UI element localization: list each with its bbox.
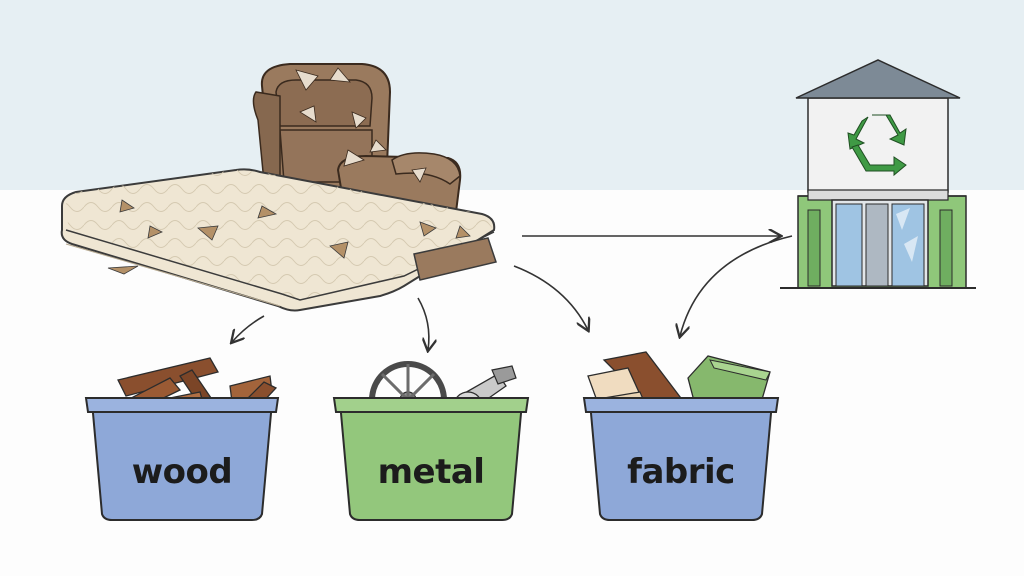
fabric-bin-label: fabric — [627, 452, 735, 492]
wood-bin-label: wood — [131, 452, 233, 492]
arrow-to-fabric-bin — [513, 265, 588, 330]
recycling-symbol-icon — [847, 114, 907, 177]
fabric-bin — [582, 351, 780, 521]
recycling-center — [780, 59, 976, 289]
arrow-to-metal-bin — [417, 297, 429, 350]
arrow-to-wood-bin — [232, 315, 265, 342]
flow-arrows — [232, 235, 793, 350]
mattress — [60, 168, 497, 312]
arrow-center-to-fabric-bin — [680, 235, 793, 336]
metal-bin — [332, 361, 530, 521]
wood-bin — [84, 357, 280, 521]
metal-bin-label: metal — [377, 452, 485, 492]
